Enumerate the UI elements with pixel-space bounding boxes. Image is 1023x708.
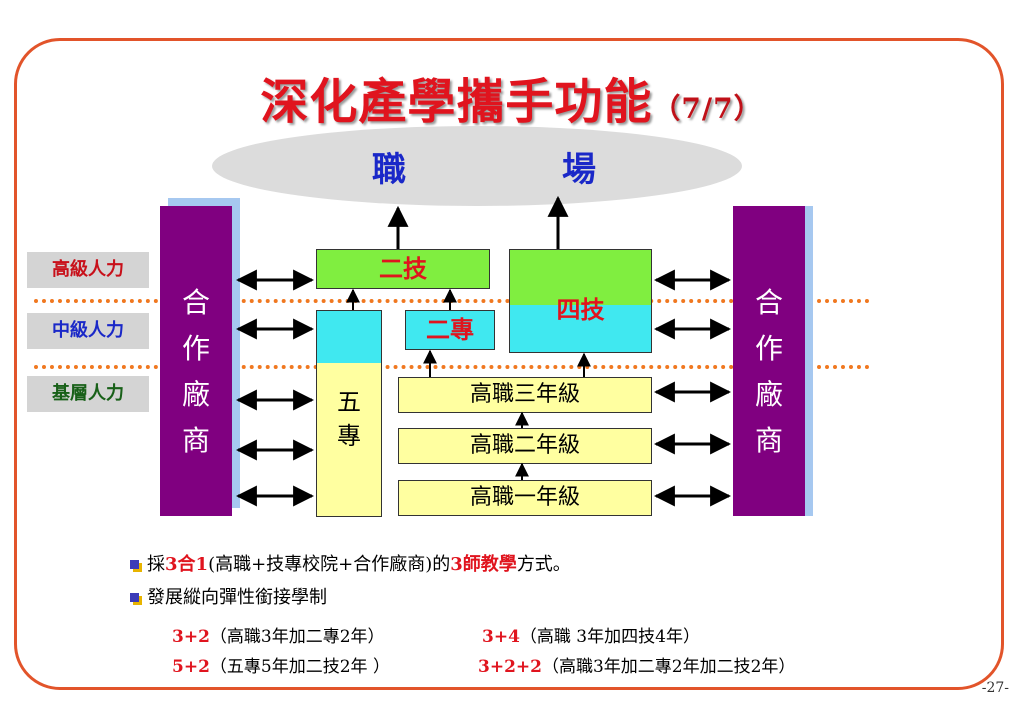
box-wuzhuan-label: 五 專 xyxy=(317,385,381,453)
page-number: -27- xyxy=(981,680,1009,696)
partner-left-char: 廠 xyxy=(181,378,210,411)
box-erji: 二技 xyxy=(316,249,490,289)
box-sij-label: 四技 xyxy=(556,295,605,324)
formula-3: 5+2（五專5年加二技2年 ） xyxy=(172,652,390,677)
formula-1-key: 3+2 xyxy=(172,627,210,647)
formula-2-text: （高職 3年加四技4年） xyxy=(519,627,700,647)
box-wuzhuan: 五 專 xyxy=(316,310,382,517)
partner-right-char: 作 xyxy=(754,332,783,365)
formula-1-text: （高職3年加二專2年） xyxy=(209,627,385,647)
bullet-2: 發展縱向彈性銜接學制 xyxy=(130,583,327,609)
wuzhuan-char: 專 xyxy=(337,422,361,450)
workplace-left-char: 職 xyxy=(372,150,406,190)
formula-4-text: （高職3年加二專2年加二技2年） xyxy=(541,657,796,677)
bullet-1-a: 採 xyxy=(147,554,165,575)
wuzhuan-char: 五 xyxy=(337,388,361,416)
slide-frame xyxy=(14,38,1004,690)
formula-4-key: 3+2+2 xyxy=(478,657,542,677)
formula-3-key: 5+2 xyxy=(172,657,210,677)
formula-3-text: （五專5年加二技2年 ） xyxy=(209,657,390,677)
formula-1: 3+2（高職3年加二專2年） xyxy=(172,622,385,647)
formula-4: 3+2+2（高職3年加二專2年加二技2年） xyxy=(478,652,795,677)
bullet-2-text: 發展縱向彈性銜接學制 xyxy=(147,587,327,608)
bullet-1-e: 方式。 xyxy=(516,554,571,575)
box-sij: 四技 xyxy=(509,249,652,353)
title-sub: （7/7） xyxy=(652,92,763,125)
bullet-1: 採3合1(高職+技專校院+合作廠商)的3師教學方式。 xyxy=(130,550,571,576)
workplace-ellipse xyxy=(212,126,742,206)
box-erzhuan: 二專 xyxy=(405,310,495,350)
partner-left-char: 合 xyxy=(181,286,210,319)
level-high: 高級人力 xyxy=(27,252,149,288)
partner-left-char: 商 xyxy=(181,424,210,457)
box-grade2: 高職二年級 xyxy=(398,428,652,464)
box-grade1: 高職一年級 xyxy=(398,480,652,516)
partner-right-char: 合 xyxy=(754,286,783,319)
partner-left: 合 作 廠 商 xyxy=(160,206,232,516)
slide-title: 深化產學攜手功能（7/7） xyxy=(0,62,1023,132)
bullet-1-d: 3師教學 xyxy=(450,554,517,575)
partner-left-char: 作 xyxy=(181,332,210,365)
partner-right-char: 商 xyxy=(754,424,783,457)
divider-mid-base xyxy=(34,365,870,369)
bullet-1-c: (高職+技專校院+合作廠商)的 xyxy=(208,554,451,575)
bullet-icon xyxy=(130,593,139,602)
level-mid: 中級人力 xyxy=(27,313,149,349)
bullet-icon xyxy=(130,560,139,569)
formula-2-key: 3+4 xyxy=(482,627,520,647)
partner-right: 合 作 廠 商 xyxy=(733,206,805,516)
formula-2: 3+4（高職 3年加四技4年） xyxy=(482,622,700,647)
title-main: 深化產學攜手功能 xyxy=(260,74,653,130)
bullet-1-b: 3合1 xyxy=(165,554,209,575)
level-base: 基層人力 xyxy=(27,376,149,412)
workplace-right-char: 場 xyxy=(562,150,596,190)
partner-right-char: 廠 xyxy=(754,378,783,411)
